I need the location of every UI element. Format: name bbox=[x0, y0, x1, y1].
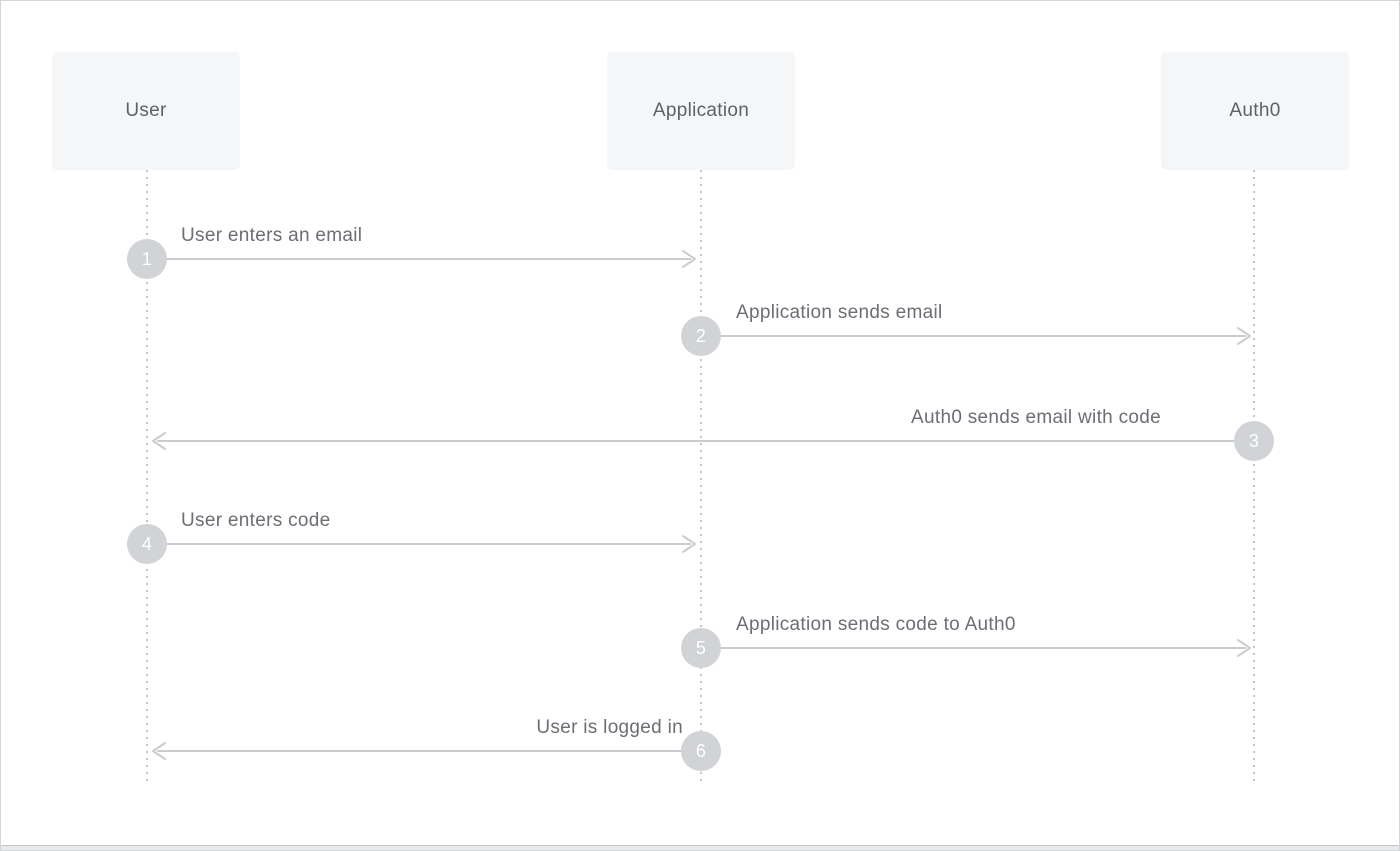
actor-box-application: Application bbox=[607, 52, 795, 170]
message-line bbox=[147, 258, 691, 260]
step-number: 1 bbox=[141, 248, 153, 269]
arrowhead-right-icon bbox=[1237, 639, 1251, 657]
message-line bbox=[701, 647, 1246, 649]
step-number: 5 bbox=[695, 637, 707, 658]
message-label: User enters an email bbox=[181, 225, 363, 246]
arrowhead-left-icon bbox=[152, 432, 166, 450]
message-line bbox=[157, 750, 701, 752]
message-label: Application sends email bbox=[736, 302, 943, 323]
actor-label: Auth0 bbox=[1229, 100, 1281, 121]
step-number-badge: 2 bbox=[681, 316, 721, 356]
actor-label: User bbox=[125, 100, 167, 121]
message-label: Auth0 sends email with code bbox=[911, 407, 1161, 428]
message-line bbox=[147, 543, 691, 545]
step-number: 6 bbox=[695, 740, 707, 761]
actor-label: Application bbox=[652, 100, 750, 121]
message-label: User is logged in bbox=[536, 717, 683, 738]
step-number-badge: 1 bbox=[127, 239, 167, 279]
message-label: Application sends code to Auth0 bbox=[736, 614, 1016, 635]
message-line bbox=[157, 440, 1254, 442]
lifeline-application bbox=[700, 170, 702, 784]
actor-box-user: User bbox=[52, 52, 240, 170]
step-number: 3 bbox=[1248, 430, 1260, 451]
lifeline-auth0 bbox=[1253, 170, 1255, 784]
window-bottom-edge bbox=[1, 845, 1399, 850]
step-number-badge: 3 bbox=[1234, 421, 1274, 461]
arrowhead-right-icon bbox=[1237, 327, 1251, 345]
actor-box-auth0: Auth0 bbox=[1161, 52, 1349, 170]
step-number-badge: 4 bbox=[127, 524, 167, 564]
message-line bbox=[701, 335, 1246, 337]
step-number: 4 bbox=[141, 533, 153, 554]
arrowhead-left-icon bbox=[152, 742, 166, 760]
step-number-badge: 6 bbox=[681, 731, 721, 771]
message-label: User enters code bbox=[181, 510, 331, 531]
step-number: 2 bbox=[695, 325, 707, 346]
arrowhead-right-icon bbox=[682, 535, 696, 553]
step-number-badge: 5 bbox=[681, 628, 721, 668]
lifeline-user bbox=[146, 170, 148, 784]
arrowhead-right-icon bbox=[682, 250, 696, 268]
